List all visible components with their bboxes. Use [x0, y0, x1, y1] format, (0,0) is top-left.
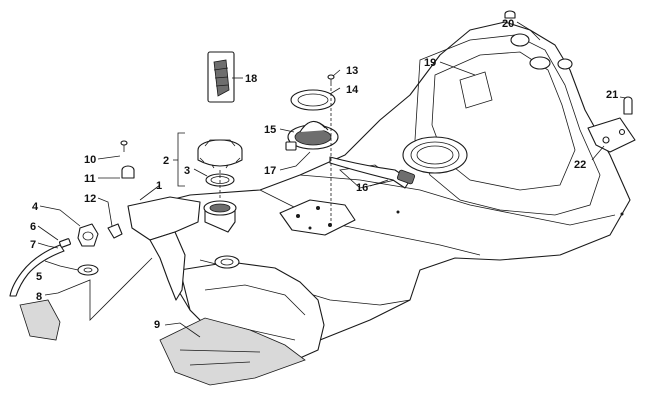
callout-1: 1 — [156, 180, 162, 192]
callout-7: 7 — [30, 239, 36, 251]
callout-22: 22 — [574, 159, 586, 171]
callout-9: 9 — [154, 319, 160, 331]
callout-16: 16 — [356, 182, 368, 194]
vent-hose-7 — [9, 244, 65, 297]
pad-8 — [19, 299, 61, 341]
callout-3: 3 — [184, 165, 190, 177]
screw-13 — [327, 74, 335, 86]
callout-15: 15 — [264, 124, 276, 136]
callout-17: 17 — [264, 165, 276, 177]
valve-4 — [77, 223, 99, 247]
callout-10: 10 — [84, 154, 96, 166]
callout-14: 14 — [346, 84, 359, 96]
bracket-22 — [587, 117, 636, 153]
callout-8: 8 — [36, 291, 42, 303]
callout-2: 2 — [163, 155, 169, 167]
callouts: 1 2 3 4 5 6 7 8 9 10 11 12 13 14 15 16 1… — [30, 18, 618, 331]
fuel-pump-module-18 — [207, 51, 235, 103]
callout-5: 5 — [36, 271, 42, 283]
callout-13: 13 — [346, 65, 358, 77]
screw-10 — [120, 140, 128, 152]
fuel-cap-2 — [197, 139, 243, 169]
callout-4: 4 — [32, 201, 39, 213]
callout-21: 21 — [606, 89, 618, 101]
callout-6: 6 — [30, 221, 36, 233]
grommet-5 — [77, 264, 99, 276]
callout-19: 19 — [424, 57, 436, 69]
bushing-11 — [121, 165, 135, 179]
grommet-20 — [504, 10, 516, 19]
sender-unit-15 — [285, 120, 339, 151]
callout-20: 20 — [502, 18, 514, 30]
filler-neck — [203, 200, 237, 233]
callout-11: 11 — [84, 173, 96, 185]
callout-12: 12 — [84, 193, 96, 205]
fuel-tank-body — [127, 21, 631, 359]
leader-lines — [37, 21, 627, 338]
gasket-14 — [290, 89, 336, 111]
clamp-12 — [107, 223, 123, 239]
fuel-line-16 — [329, 156, 416, 189]
bolt-21 — [623, 96, 633, 115]
callout-18: 18 — [245, 73, 257, 85]
